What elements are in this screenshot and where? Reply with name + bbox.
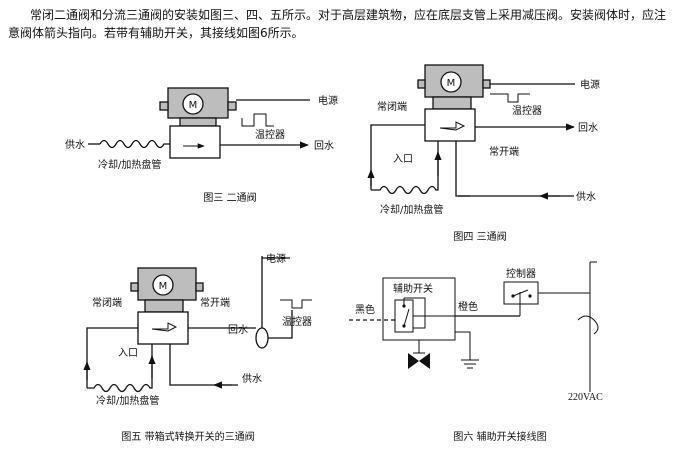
thermostat-switch-symbol xyxy=(280,299,312,309)
actuator-neck xyxy=(179,117,217,127)
normally-open-label: 常开端 xyxy=(489,145,519,158)
normally-open-label: 常开端 xyxy=(200,296,230,309)
coil-label: 冷却/加热盘管 xyxy=(380,203,443,216)
motor-symbol: M xyxy=(189,100,198,111)
switch-wire xyxy=(268,310,293,339)
thermostat-label: 温控器 xyxy=(512,104,542,117)
motor-symbol: M xyxy=(447,78,456,89)
thermostat-switch-symbol xyxy=(490,93,530,103)
bypass-pipe xyxy=(370,124,425,190)
controller-contact xyxy=(528,294,532,298)
thermostat-label: 温控器 xyxy=(255,128,285,141)
valve-body xyxy=(137,311,189,345)
return-label: 回水 xyxy=(314,140,334,152)
figure-5-caption: 图五 带箱式转换开关的三通阀 xyxy=(121,430,254,443)
flow-direction-arrow xyxy=(151,322,178,332)
cooling-heating-coil xyxy=(87,344,153,393)
valve-body xyxy=(424,108,476,142)
coil-label: 冷却/加热盘管 xyxy=(98,158,161,171)
figure-6-caption: 图六 辅助开关接线图 xyxy=(453,430,546,443)
figure-3-two-way-valve: M 电源 温控器 供水 回水 冷却/加热盘管 图三 二通阀 xyxy=(65,87,338,204)
actuator-tab xyxy=(195,282,204,292)
supply-pipe xyxy=(169,344,238,386)
actuator-neck xyxy=(432,96,472,110)
power-label: 电源 xyxy=(580,78,600,91)
thermostat-switch-symbol xyxy=(241,113,274,127)
motor-icon: M xyxy=(440,71,462,93)
supply-pipe xyxy=(455,141,574,197)
flow-direction-arrow xyxy=(439,121,466,131)
return-label: 回水 xyxy=(578,122,598,134)
supply-label: 供水 xyxy=(65,138,85,151)
figure-4-caption: 图四 三通阀 xyxy=(453,230,506,243)
controller-label: 控制器 xyxy=(506,267,536,280)
box-switch-symbol xyxy=(255,327,269,349)
return-label: 回水 xyxy=(228,324,248,336)
coil-label: 冷却/加热盘管 xyxy=(96,394,159,407)
actuator-tab xyxy=(130,282,139,292)
switch-blade xyxy=(403,308,410,327)
valve-icon xyxy=(408,353,419,369)
black-wire-label: 黑色 xyxy=(355,303,375,316)
figure-6-aux-switch-wiring: 辅助开关 控制器 黑色 橙色 220VAC 图六 辅助开关接线图 xyxy=(349,261,603,443)
cooling-heating-coil xyxy=(99,139,170,149)
motor-symbol: M xyxy=(159,281,168,292)
actuator-tab xyxy=(227,101,237,111)
aux-switch-label: 辅助开关 xyxy=(393,282,433,295)
power-label: 电源 xyxy=(266,252,286,265)
supply-label: 供水 xyxy=(576,190,596,203)
motor-icon: M xyxy=(182,93,204,115)
normally-closed-label: 常闭端 xyxy=(92,296,122,309)
power-label: 电源 xyxy=(318,94,338,107)
supply-label: 供水 xyxy=(242,372,262,385)
actuator-tab xyxy=(159,101,169,111)
actuator-tab xyxy=(482,79,491,89)
figure-5-three-way-valve-box-switch: M 电源 温控器 常闭端 常开端 入口 回水 供水 冷却/加热盘管 图五 带箱式… xyxy=(83,252,312,443)
intro-paragraph: 常闭二通阀和分流三通阀的安装如图三、四、五所示。对于高层建筑物，应在底层支管上采… xyxy=(8,8,667,40)
thermostat-label: 温控器 xyxy=(282,315,312,328)
controller-switch-blade xyxy=(512,289,529,297)
inlet-label: 入口 xyxy=(118,348,138,359)
figure-3-caption: 图三 二通阀 xyxy=(203,191,256,204)
actuator-tab xyxy=(417,79,426,89)
switch-wire xyxy=(404,297,426,329)
actuator-neck xyxy=(144,299,184,313)
motor-icon: M xyxy=(152,274,174,296)
valve-icon xyxy=(419,353,430,369)
power-source-symbol xyxy=(577,315,599,335)
valve-body xyxy=(169,125,221,159)
figure-4-three-way-valve: M 电源 温控器 常闭端 常开端 入口 回水 供水 冷却/加热盘管 图四 三通阀 xyxy=(367,64,600,243)
voltage-label: 220VAC xyxy=(568,392,603,403)
ground-wire xyxy=(455,331,471,360)
cooling-heating-coil xyxy=(371,141,439,195)
orange-wire-label: 橙色 xyxy=(458,300,478,313)
inlet-label: 入口 xyxy=(393,154,413,165)
normally-closed-label: 常闭端 xyxy=(377,100,407,113)
